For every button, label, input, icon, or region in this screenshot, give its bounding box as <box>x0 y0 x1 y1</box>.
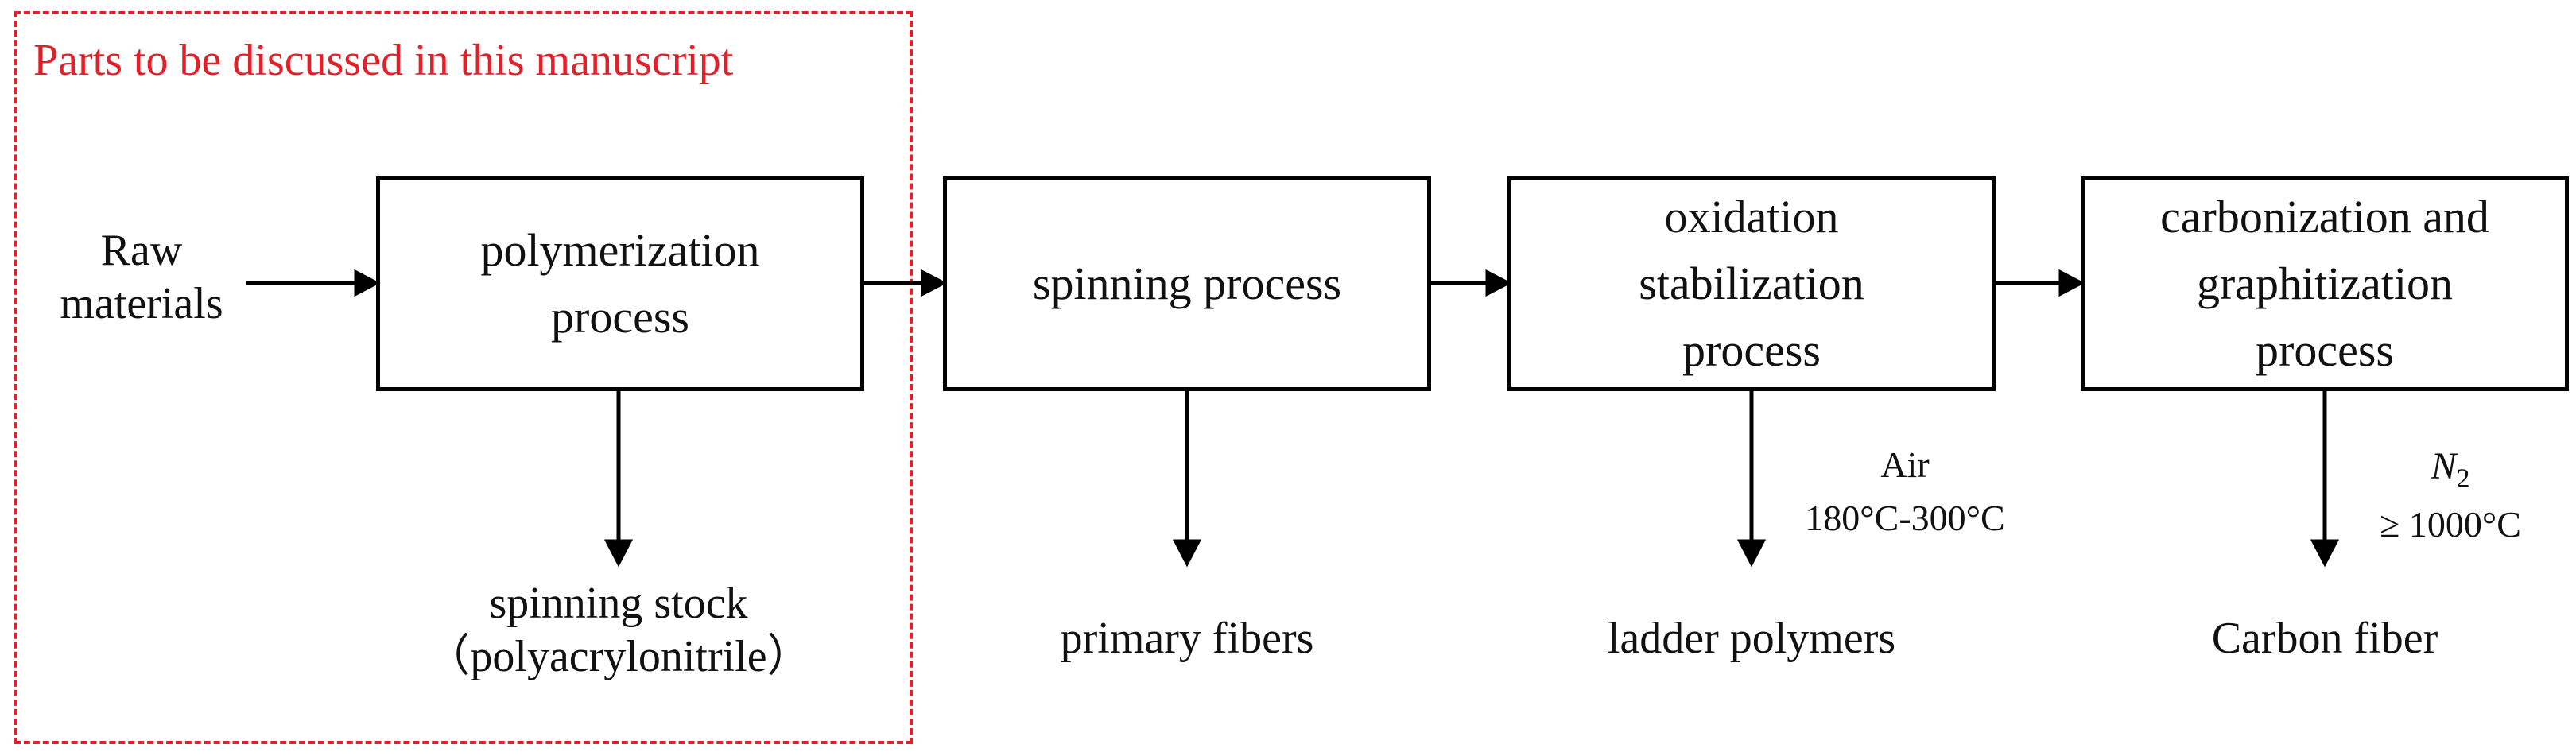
arrowhead <box>1172 539 1202 568</box>
region-title: Parts to be discussed in this manuscript <box>33 36 734 85</box>
output-spinning-stock: spinning stock （polyacrylonitrile） <box>356 577 881 684</box>
arrowhead <box>921 269 948 297</box>
carbonization-temperature: ≥ 1000°C <box>2380 503 2521 545</box>
arrowhead <box>1485 269 1512 297</box>
polymerization-line1: polymerization <box>480 223 760 276</box>
carbonization-line3: process <box>2256 324 2394 377</box>
oxidation-line3: process <box>1682 324 1821 377</box>
carbonization-line1: carbonization and <box>2160 190 2489 242</box>
spinning-line1: spinning process <box>1032 257 1342 309</box>
process-box-polymerization: polymerization process <box>376 176 864 391</box>
oxidation-line1: oxidation <box>1664 190 1839 242</box>
manuscript-scope-region <box>14 11 913 744</box>
nitrogen-subscript: 2 <box>2456 463 2470 494</box>
output-primary-fibers: primary fibers <box>949 612 1426 665</box>
oxidation-atmosphere: Air <box>1880 444 1930 485</box>
arrowhead <box>2058 269 2085 297</box>
nitrogen-symbol: N <box>2431 445 2457 487</box>
output-ladder-polymers-text: ladder polymers <box>1607 614 1896 663</box>
oxidation-conditions: Air 180°C-300°C <box>1778 439 2032 545</box>
arrowhead <box>2310 539 2340 568</box>
process-box-spinning: spinning process <box>943 176 1431 391</box>
arrowhead <box>603 539 634 568</box>
carbonization-atmosphere: N2 <box>2347 439 2554 498</box>
output-spinning-stock-line2: （polyacrylonitrile） <box>425 632 812 682</box>
arrowhead <box>354 269 381 297</box>
oxidation-line2: stabilization <box>1639 257 1864 309</box>
input-label-line2: materials <box>60 279 223 329</box>
output-ladder-polymers: ladder polymers <box>1513 612 1990 665</box>
arrowhead <box>1736 539 1767 568</box>
polymerization-line2: process <box>551 291 689 343</box>
input-label: Raw materials <box>22 224 261 331</box>
output-carbon-fiber: Carbon fiber <box>2086 612 2563 665</box>
output-carbon-fiber-text: Carbon fiber <box>2211 614 2438 663</box>
input-label-line1: Raw <box>100 226 183 275</box>
carbonization-conditions: N2 ≥ 1000°C <box>2347 439 2554 552</box>
output-primary-fibers-text: primary fibers <box>1060 614 1314 663</box>
carbonization-line2: graphitization <box>2196 257 2454 309</box>
oxidation-temperature: 180°C-300°C <box>1805 497 2005 538</box>
output-spinning-stock-line1: spinning stock <box>489 579 748 628</box>
